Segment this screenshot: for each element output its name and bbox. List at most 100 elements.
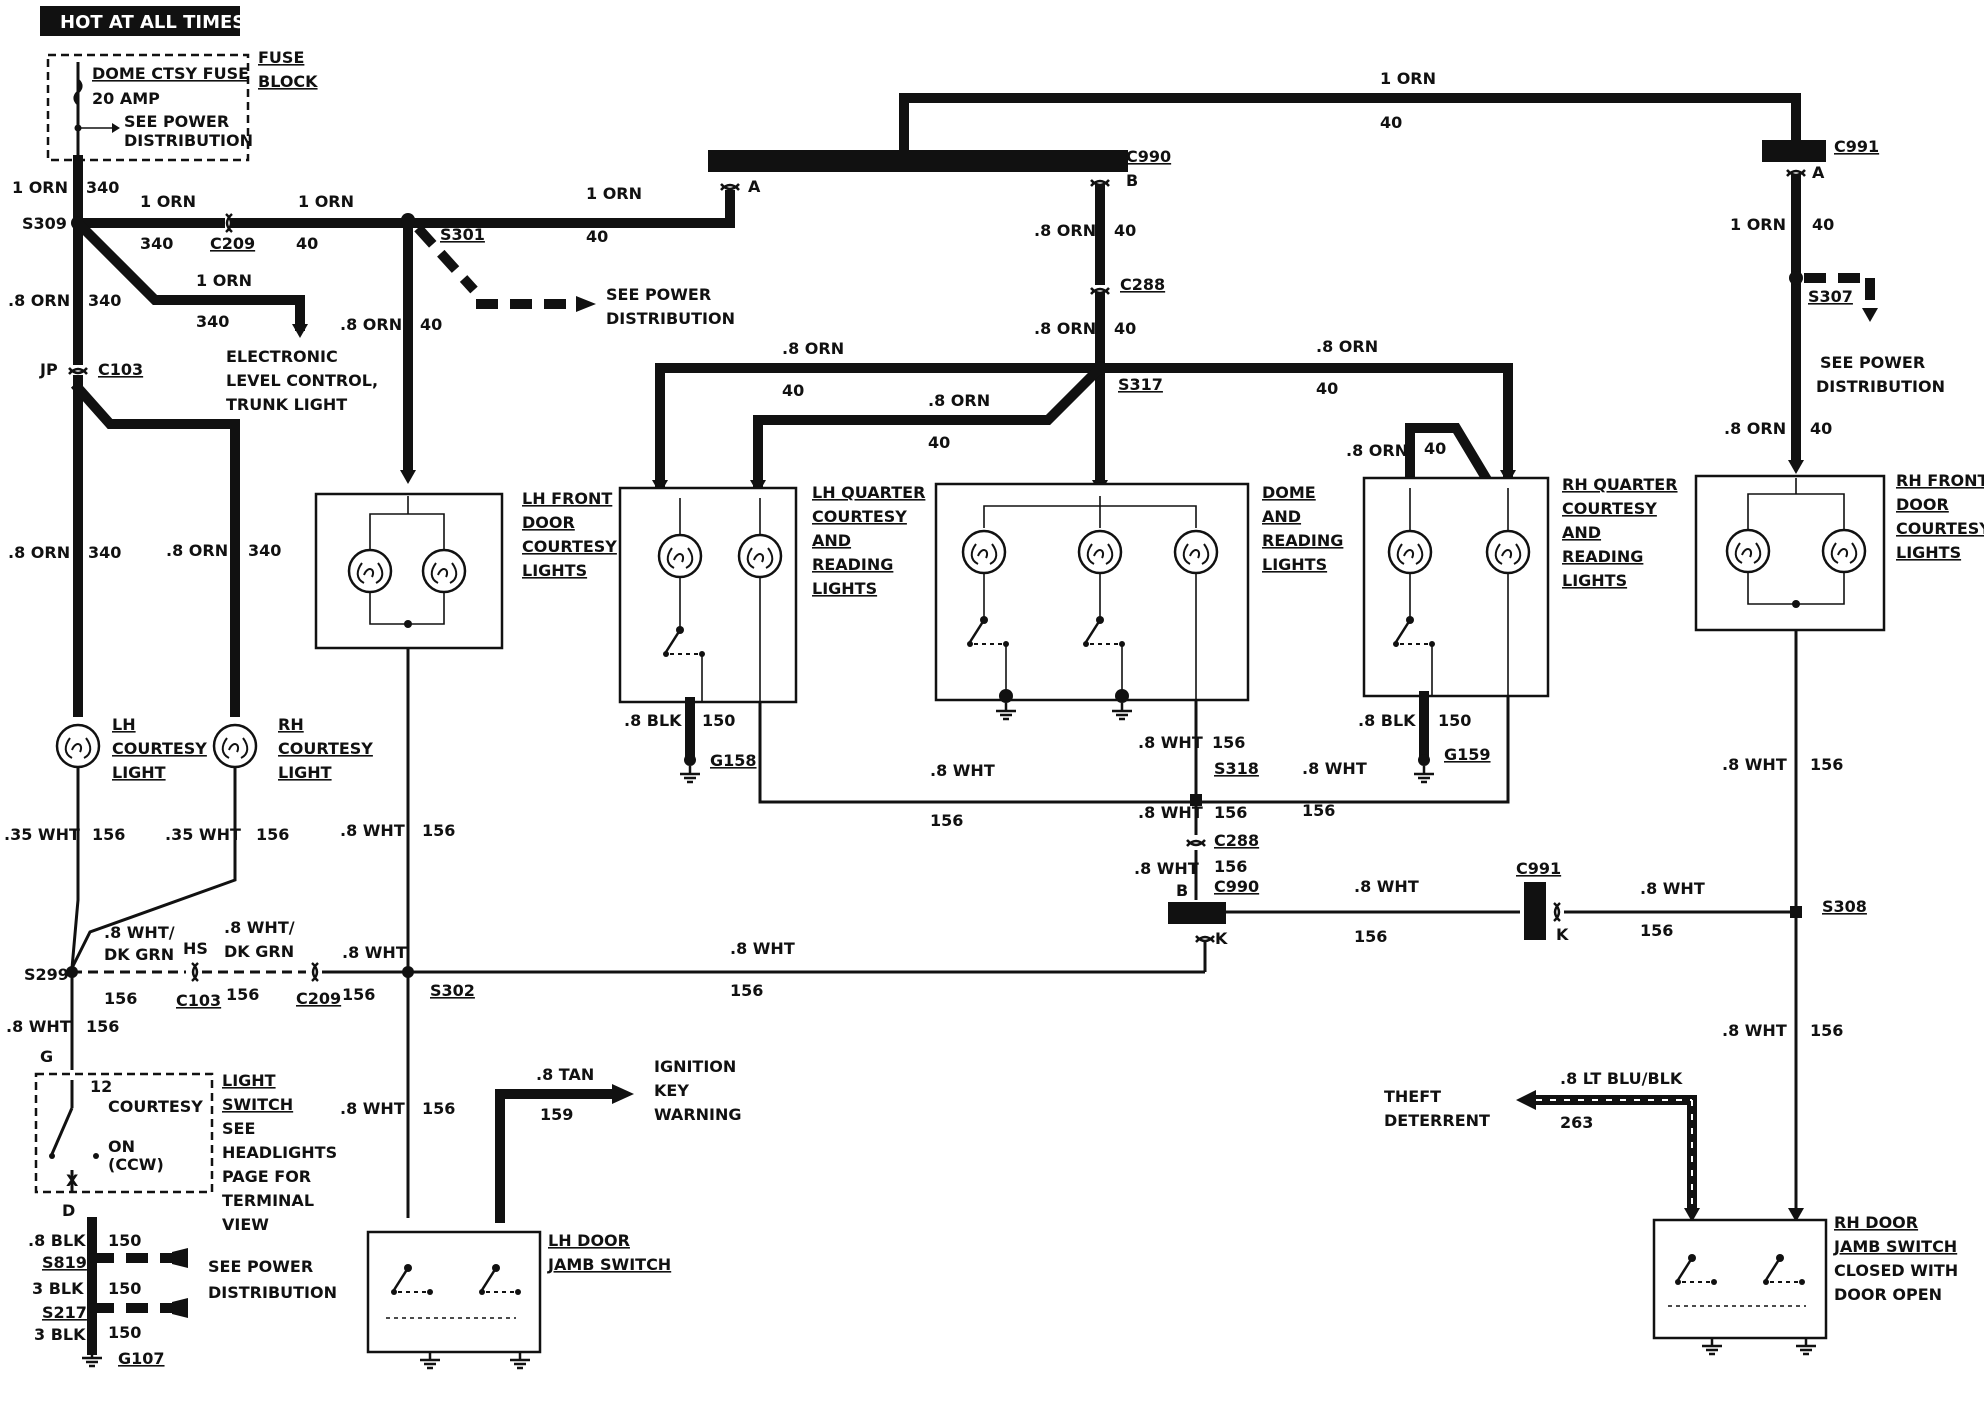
c991-bottom-label: C991 — [1516, 859, 1561, 878]
w-8blk-ls: .8 BLK — [28, 1231, 86, 1250]
splice-s308 — [1790, 906, 1802, 918]
c159: 159 — [540, 1105, 573, 1124]
rh-courtesy-light-bulb — [212, 723, 258, 769]
c991-bottom-connector — [1524, 882, 1546, 940]
dome-and-reading-lights — [934, 482, 1250, 702]
pin-b-c990bot: B — [1176, 881, 1188, 900]
c340-rh: 340 — [248, 541, 281, 560]
fuse-block-label-1: FUSE — [258, 48, 304, 67]
rh-courtesy-label-3: LIGHT — [278, 763, 332, 782]
rhq-label-3: AND — [1562, 523, 1601, 542]
ls-label-5: PAGE FOR — [222, 1167, 311, 1186]
c40-lhq2: 40 — [928, 433, 950, 452]
dome-label-2: AND — [1262, 507, 1301, 526]
pin-jp: JP — [39, 360, 58, 379]
c150-ls2: 150 — [108, 1279, 141, 1298]
w-8wht-rhf: .8 WHT — [1722, 755, 1787, 774]
lhq-label-5: LIGHTS — [812, 579, 877, 598]
pin-x: X — [66, 1171, 79, 1190]
w-8whtdkgrn-2b: DK GRN — [224, 942, 294, 961]
w-8ltblublk: .8 LT BLU/BLK — [1560, 1069, 1683, 1088]
w-8orn-lhq2: .8 ORN — [928, 391, 990, 410]
rhj-label-2: JAMB SWITCH — [1833, 1237, 1957, 1256]
lh-courtesy-label-1: LH — [112, 715, 136, 734]
see-power-s307: SEE POWER — [1820, 353, 1925, 372]
lh-courtesy-label-2: COURTESY — [112, 739, 207, 758]
hot-header-label: HOT AT ALL TIMES — [60, 12, 245, 33]
c40-rhq1: 40 — [1316, 379, 1338, 398]
c150-lhq: 150 — [702, 711, 735, 730]
rhj-label-4: DOOR OPEN — [1834, 1285, 1942, 1304]
c156-c288: 156 — [1214, 857, 1247, 876]
c156-rhj: 156 — [1810, 1021, 1843, 1040]
c288-top-label: C288 — [1120, 275, 1165, 294]
pin-d: D — [62, 1201, 75, 1220]
c103-bottom-label: C103 — [176, 991, 221, 1010]
w-8orn-c990b: .8 ORN — [1034, 221, 1096, 240]
c156-rh: 156 — [256, 825, 289, 844]
c156-rhq: 156 — [1302, 801, 1335, 820]
w-3blk-1: 3 BLK — [32, 1279, 84, 1298]
lhj-label-1: LH DOOR — [548, 1231, 630, 1250]
w-8orn-c288: .8 ORN — [1034, 319, 1096, 338]
splice-s307 — [1789, 271, 1803, 285]
ls-ccw: (CCW) — [108, 1155, 164, 1174]
w-8orn-s309: .8 ORN — [8, 291, 70, 310]
w-35wht-rh: .35 WHT — [165, 825, 241, 844]
c263: 263 — [1560, 1113, 1593, 1132]
pin-a-c990: A — [748, 177, 761, 196]
w-8whtdkgrn-1b: .8 WHT/ — [224, 918, 295, 937]
c156-c103: 156 — [226, 985, 259, 1004]
c40-s301: 40 — [420, 315, 442, 334]
c103-top-label: C103 — [98, 360, 143, 379]
distribution-s301: DISTRIBUTION — [606, 309, 735, 328]
lh-quarter-courtesy-reading-lights — [618, 486, 798, 704]
rh-door-jamb-switch — [1652, 1218, 1828, 1340]
w-8wht-lhj: .8 WHT — [340, 1099, 405, 1118]
s317-label: S317 — [1118, 375, 1163, 394]
c150-ls1: 150 — [108, 1231, 141, 1250]
lh-courtesy-label-3: LIGHT — [112, 763, 166, 782]
theft-label-2: DETERRENT — [1384, 1111, 1490, 1130]
rhq-label-2: COURTESY — [1562, 499, 1657, 518]
s819-label: S819 — [42, 1253, 87, 1272]
fuse-see-power: SEE POWER — [124, 112, 229, 131]
w-8whtdkgrn-1a: .8 WHT/ — [104, 923, 175, 942]
ls-label-6: TERMINAL — [222, 1191, 314, 1210]
lh-front-label-2: DOOR — [522, 513, 575, 532]
elc-label-3: TRUNK LIGHT — [226, 395, 347, 414]
rh-courtesy-label-1: RH — [278, 715, 304, 734]
rhq-label-1: RH QUARTER — [1562, 475, 1678, 494]
fuse-distribution: DISTRIBUTION — [124, 131, 253, 150]
rh-front-label-2: DOOR — [1896, 495, 1949, 514]
c156-s299b: 156 — [86, 1017, 119, 1036]
rh-courtesy-label-2: COURTESY — [278, 739, 373, 758]
c209-top-label: C209 — [210, 234, 255, 253]
w-8orn-rhq2: .8 ORN — [1346, 441, 1408, 460]
c156-c209: 156 — [342, 985, 375, 1004]
w-8wht-rhq: .8 WHT — [1302, 759, 1367, 778]
c40-c990b: 40 — [1114, 221, 1136, 240]
distribution-ls: DISTRIBUTION — [208, 1283, 337, 1302]
pin-a-c991: A — [1812, 163, 1825, 182]
s302-label: S302 — [430, 981, 475, 1000]
c340-left-top: 340 — [86, 178, 119, 197]
w-3blk-2: 3 BLK — [34, 1325, 86, 1344]
c40-s301a: 40 — [296, 234, 318, 253]
c288-bottom-label: C288 — [1214, 831, 1259, 850]
lhj-label-2: JAMB SWITCH — [547, 1255, 671, 1274]
lhq-label-4: READING — [812, 555, 893, 574]
fuse-rating: 20 AMP — [92, 89, 160, 108]
c156-lhj: 156 — [422, 1099, 455, 1118]
rhj-label-3: CLOSED WITH — [1834, 1261, 1958, 1280]
w-8orn-s301: .8 ORN — [340, 315, 402, 334]
ls-label-4: HEADLIGHTS — [222, 1143, 337, 1162]
s301-label: S301 — [440, 225, 485, 244]
c156-c990: 156 — [1354, 927, 1387, 946]
w-8tan: .8 TAN — [536, 1065, 594, 1084]
c156-dome: 156 — [1212, 733, 1245, 752]
dome-label-1: DOME — [1262, 483, 1316, 502]
lh-courtesy-light-bulb — [55, 723, 101, 769]
c156-s318: 156 — [1214, 803, 1247, 822]
